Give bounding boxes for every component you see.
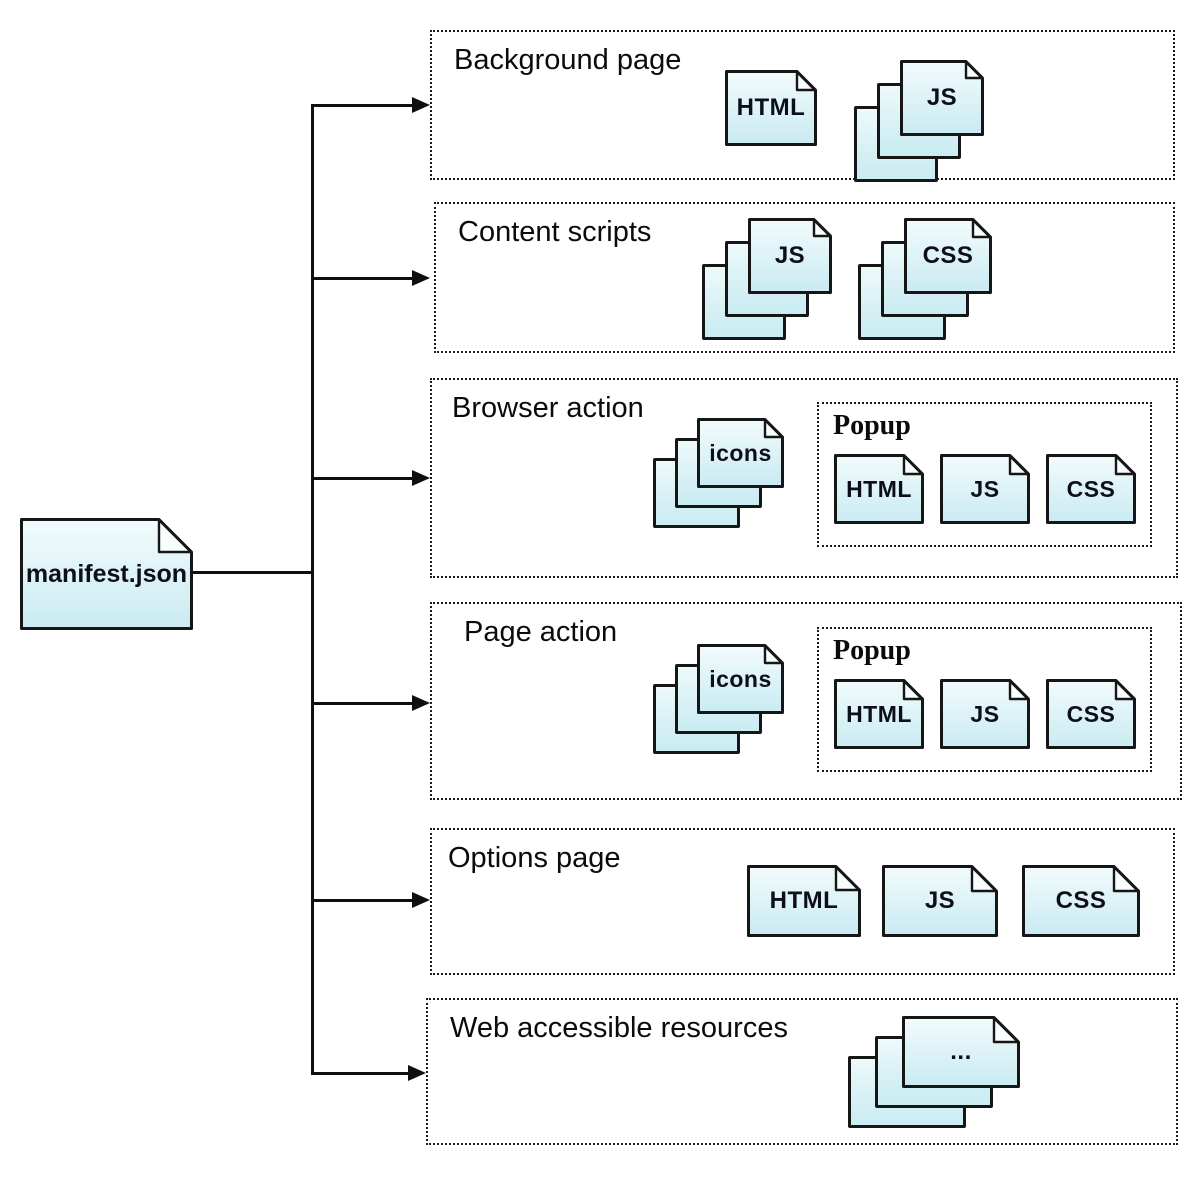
manifest-file-icon: manifest.json xyxy=(20,518,193,630)
file-stack-js: JS xyxy=(702,218,832,340)
connector-background-line xyxy=(311,104,414,107)
connector-web-accessible-line xyxy=(311,1072,410,1075)
file-icon-icons: icons xyxy=(697,418,784,488)
file-icon-html: HTML xyxy=(834,679,924,749)
arrow-head-content-icon xyxy=(412,270,430,286)
file-icon-icons: icons xyxy=(697,644,784,714)
section-box-page-action: Page action icons Popup HTML JS CSS xyxy=(430,602,1182,800)
file-stack-css: CSS xyxy=(858,218,992,340)
section-title-background-page: Background page xyxy=(454,44,682,76)
file-icon-css: CSS xyxy=(1046,454,1136,524)
section-box-web-accessible-resources: Web accessible resources ... xyxy=(426,998,1178,1145)
section-title-browser-action: Browser action xyxy=(452,392,644,424)
section-title-options-page: Options page xyxy=(448,842,621,874)
popup-box: Popup HTML JS CSS xyxy=(817,627,1152,772)
connector-page-action-line xyxy=(311,702,414,705)
file-icon-html: HTML xyxy=(725,70,817,146)
file-icon-js: JS xyxy=(748,218,832,294)
connector-trunk-line xyxy=(311,104,314,1075)
file-icon-js: JS xyxy=(882,865,998,937)
arrow-head-web-accessible-icon xyxy=(408,1065,426,1081)
file-stack-icons: icons xyxy=(653,644,784,754)
file-icon-css: CSS xyxy=(1046,679,1136,749)
file-stack-resources: ... xyxy=(848,1016,1020,1128)
popup-title: Popup xyxy=(833,410,911,441)
file-icon-ellipsis: ... xyxy=(902,1016,1020,1088)
section-box-browser-action: Browser action icons Popup HTML JS CSS xyxy=(430,378,1178,578)
section-title-content-scripts: Content scripts xyxy=(458,216,652,248)
connector-options-line xyxy=(311,899,414,902)
arrow-head-background-icon xyxy=(412,97,430,113)
arrow-head-page-action-icon xyxy=(412,695,430,711)
section-box-content-scripts: Content scripts JS CSS xyxy=(434,202,1175,353)
section-box-options-page: Options page HTML JS CSS xyxy=(430,828,1175,975)
popup-box: Popup HTML JS CSS xyxy=(817,402,1152,547)
file-stack-js: JS xyxy=(854,60,984,182)
file-icon-js: JS xyxy=(940,454,1030,524)
file-icon-html: HTML xyxy=(834,454,924,524)
section-title-page-action: Page action xyxy=(464,616,618,648)
connector-manifest-line xyxy=(191,571,314,574)
file-icon-html: HTML xyxy=(747,865,861,937)
file-icon-css: CSS xyxy=(1022,865,1140,937)
file-icon-css: CSS xyxy=(904,218,992,294)
section-title-web-accessible-resources: Web accessible resources xyxy=(450,1012,788,1044)
file-stack-icons: icons xyxy=(653,418,784,528)
file-icon-js: JS xyxy=(940,679,1030,749)
section-box-background-page: Background page HTML JS xyxy=(430,30,1175,182)
manifest-label: manifest.json xyxy=(25,559,188,588)
file-icon-js: JS xyxy=(900,60,984,136)
popup-title: Popup xyxy=(833,635,911,666)
connector-content-line xyxy=(311,277,414,280)
arrow-head-browser-action-icon xyxy=(412,470,430,486)
arrow-head-options-icon xyxy=(412,892,430,908)
connector-browser-action-line xyxy=(311,477,414,480)
